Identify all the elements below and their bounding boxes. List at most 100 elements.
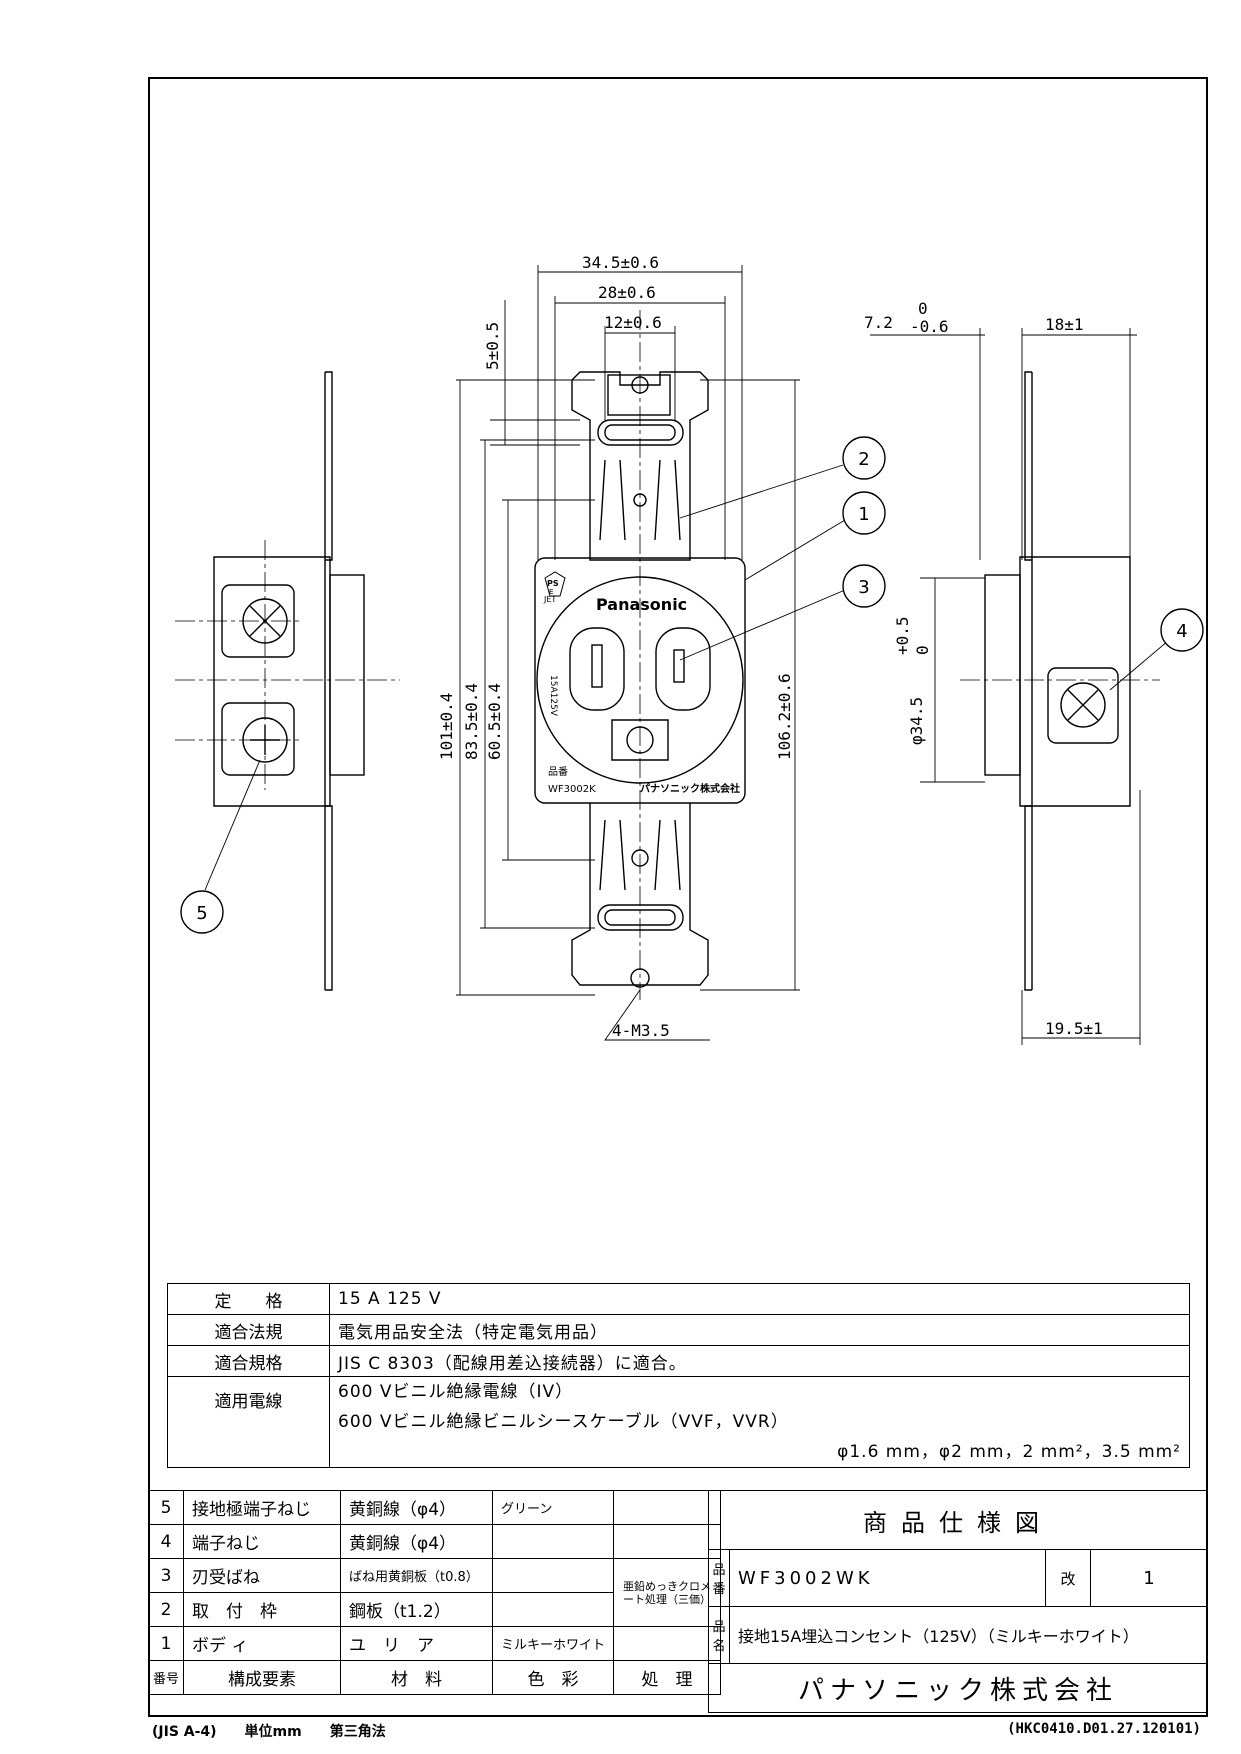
part-finish — [613, 1490, 722, 1525]
slot-left — [569, 627, 625, 711]
balloon-1 — [842, 491, 886, 535]
dim-width-outer: 34.5±0.6 — [582, 253, 659, 272]
part-finish: 亜鉛めっきクロメート処理（三価） — [613, 1558, 722, 1627]
part-material: 黄銅線（φ4） — [340, 1490, 494, 1525]
part-no: 5 — [147, 1490, 185, 1525]
parts-header-finish: 処 理 — [613, 1660, 722, 1695]
part-finish — [613, 1524, 722, 1559]
technical-drawing: 34.5±0.6 28±0.6 12±0.6 5±0.5 101±0.4 83.… — [175, 253, 1204, 1045]
part-name: 接地極端子ねじ — [183, 1490, 342, 1525]
ps-mark: PS — [547, 579, 559, 588]
dim-width-inner: 12±0.6 — [604, 313, 662, 332]
slot-right — [655, 627, 711, 711]
top-tab — [607, 374, 671, 416]
spec-wire-value: 600 Vビニル絶縁電線（IV） 600 Vビニル絶縁ビニルシースケーブル（VV… — [329, 1376, 1190, 1468]
dim-depth-72: 7.2 — [864, 313, 893, 332]
pn-key: 品番 — [708, 1549, 730, 1607]
part-material: ユ リ ア — [340, 1626, 494, 1661]
part-color: グリーン — [492, 1490, 615, 1525]
parts-header-material: 材 料 — [340, 1660, 494, 1695]
part-no: 3 — [147, 1558, 185, 1593]
balloons — [180, 436, 1204, 934]
part-color — [492, 1592, 615, 1627]
spec-rating-key: 定 格 — [167, 1283, 330, 1315]
balloon-4-text: 4 — [1176, 621, 1187, 642]
drawing-frame — [148, 77, 1208, 1717]
name-value: 接地15A埋込コンセント（125V）（ミルキーホワイト） — [729, 1606, 1208, 1664]
spec-wire-line-3: φ1.6 mm，φ2 mm，2 mm²，3.5 mm² — [837, 1442, 1181, 1462]
dim-dia: φ34.5 — [907, 697, 926, 745]
front-view — [534, 310, 746, 1000]
doc-title: 商品仕様図 — [708, 1490, 1208, 1550]
balloon-3-text: 3 — [858, 577, 869, 598]
parts-row: 4 端子ねじ 黄銅線（φ4） — [147, 1524, 722, 1559]
dim-dia-tol-up: +0.5 — [893, 616, 912, 655]
part-name: ボデ ィ — [183, 1626, 342, 1661]
parts-row: 3 刃受ばね ばね用黄銅板（t0.8） 亜鉛めっきクロメート処理（三価） — [147, 1558, 722, 1627]
maker-mark: パナソニック株式会社 — [640, 782, 740, 795]
right-dimensions — [870, 328, 1141, 1045]
pn-label: 品番 — [548, 766, 568, 778]
dim-top-offset: 5±0.5 — [483, 322, 502, 370]
face-markings: Panasonic 15A125V 品番 WF3002K パナソニック株式会社 … — [543, 579, 740, 795]
balloon-2 — [842, 436, 886, 480]
footer-right: (HKC0410.D01.27.120101) — [1007, 1721, 1201, 1737]
e-mark: E — [549, 588, 553, 596]
spec-law-value: 電気用品安全法（特定電気用品） — [329, 1314, 1190, 1346]
spec-law-key: 適合法規 — [167, 1314, 330, 1346]
front-dimensions — [456, 265, 800, 1041]
part-color: ミルキーホワイト — [492, 1626, 615, 1661]
part-finish — [613, 1626, 722, 1661]
part-material: ばね用黄銅板（t0.8） — [340, 1558, 494, 1593]
top-slot — [597, 419, 684, 446]
dim-depth-195: 19.5±1 — [1045, 1019, 1103, 1038]
balloon-4 — [1160, 608, 1204, 652]
dim-depth-72-tol-dn: -0.6 — [910, 317, 949, 336]
brand-logo: Panasonic — [596, 595, 687, 614]
right-terminal-screw — [1060, 682, 1106, 728]
parts-header-color: 色 彩 — [492, 1660, 615, 1695]
spec-wire-line-1: 600 Vビニル絶縁電線（IV） — [338, 1382, 574, 1402]
right-side-body — [1019, 556, 1131, 807]
pn-mark: WF3002K — [548, 784, 596, 795]
part-name: 刃受ばね — [183, 1558, 342, 1593]
part-name: 端子ねじ — [183, 1524, 342, 1559]
spec-rating-value: 15 A 125 V — [329, 1283, 1190, 1315]
jet-mark: JET — [543, 595, 556, 604]
title-block: 商品仕様図 品番 WF3002WK 改 1 品名 接地15A埋込コンセント（12… — [708, 1490, 1208, 1713]
company-name: パナソニック株式会社 — [708, 1663, 1208, 1713]
spec-table: 定 格 15 A 125 V 適合法規 電気用品安全法（特定電気用品） 適合規格… — [167, 1283, 1190, 1468]
parts-table: 5 接地極端子ねじ 黄銅線（φ4） グリーン 4 端子ねじ 黄銅線（φ4） 3 … — [147, 1490, 722, 1695]
side-body — [213, 556, 331, 807]
part-no: 2 — [147, 1592, 185, 1627]
part-no: 1 — [147, 1626, 185, 1661]
part-material: 鋼板（t1.2） — [340, 1592, 494, 1627]
balloon-5 — [180, 890, 224, 934]
bottom-slot — [597, 904, 684, 931]
dim-h-60: 60.5±0.4 — [485, 683, 504, 760]
dim-h-83: 83.5±0.4 — [462, 683, 481, 760]
parts-header-row: 番号 構成要素 材 料 色 彩 処 理 — [147, 1660, 722, 1695]
part-color — [492, 1524, 615, 1559]
dim-depth-18: 18±1 — [1045, 315, 1084, 334]
dim-width-mid: 28±0.6 — [598, 283, 656, 302]
blade-right — [673, 649, 685, 683]
rev-value: 1 — [1090, 1549, 1208, 1607]
part-color — [492, 1558, 615, 1593]
parts-header-name: 構成要素 — [183, 1660, 342, 1695]
rev-key: 改 — [1045, 1549, 1091, 1607]
side-back — [329, 574, 365, 776]
dim-thread: 4-M3.5 — [612, 1021, 670, 1040]
balloon-2-text: 2 — [858, 449, 869, 470]
footer-left: (JIS A-4) 単位mm 第三角法 — [152, 1724, 386, 1740]
balloon-5-text: 5 — [196, 903, 207, 924]
parts-row: 1 ボデ ィ ユ リ ア ミルキーホワイト — [147, 1626, 722, 1661]
balloon-1-text: 1 — [858, 504, 869, 525]
dim-depth-72-tol-up: 0 — [918, 299, 928, 318]
part-material: 黄銅線（φ4） — [340, 1524, 494, 1559]
right-side-back — [984, 574, 1021, 776]
pn-value: WF3002WK — [729, 1549, 1046, 1607]
part-name: 取 付 枠 — [183, 1592, 342, 1627]
name-key: 品名 — [708, 1606, 730, 1664]
part-no: 4 — [147, 1524, 185, 1559]
